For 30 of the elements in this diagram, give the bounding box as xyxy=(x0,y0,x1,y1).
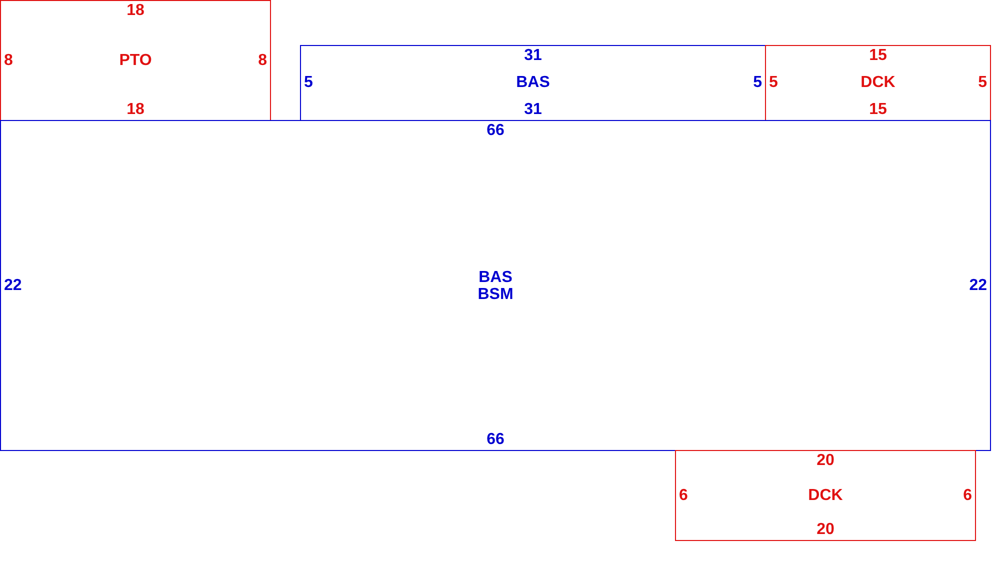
dimension-label: 18 xyxy=(126,102,144,118)
dimension-label: 5 xyxy=(978,75,987,91)
zone-outline xyxy=(765,45,991,121)
dimension-label: 22 xyxy=(969,278,987,294)
zone-label: PTO xyxy=(119,52,152,70)
dimension-label: 8 xyxy=(4,52,13,68)
zone-outline xyxy=(675,450,976,541)
dimension-label: 5 xyxy=(304,75,313,91)
dimension-label: 6 xyxy=(963,488,972,504)
zone-outline xyxy=(300,45,766,121)
dimension-label: 5 xyxy=(753,75,762,91)
dimension-label: 5 xyxy=(769,75,778,91)
dimension-label: 18 xyxy=(126,3,144,19)
dimension-label: 15 xyxy=(869,102,887,118)
dimension-label: 66 xyxy=(486,123,504,139)
dimension-label: 15 xyxy=(869,48,887,64)
zone-label: DCK xyxy=(808,486,843,504)
zone-outline xyxy=(0,0,271,121)
dimension-label: 20 xyxy=(816,522,834,538)
dimension-label: 66 xyxy=(486,432,504,448)
dimension-label: 31 xyxy=(524,48,542,64)
dimension-label: 22 xyxy=(4,278,22,294)
zone-label: BAS xyxy=(516,74,550,92)
zone-label: BAS BSM xyxy=(476,268,514,302)
dimension-label: 8 xyxy=(258,52,267,68)
dimension-label: 6 xyxy=(679,488,688,504)
dimension-label: 20 xyxy=(816,453,834,469)
zone-outline xyxy=(0,120,991,451)
zone-label: DCK xyxy=(860,74,896,92)
dimension-label: 31 xyxy=(524,102,542,118)
